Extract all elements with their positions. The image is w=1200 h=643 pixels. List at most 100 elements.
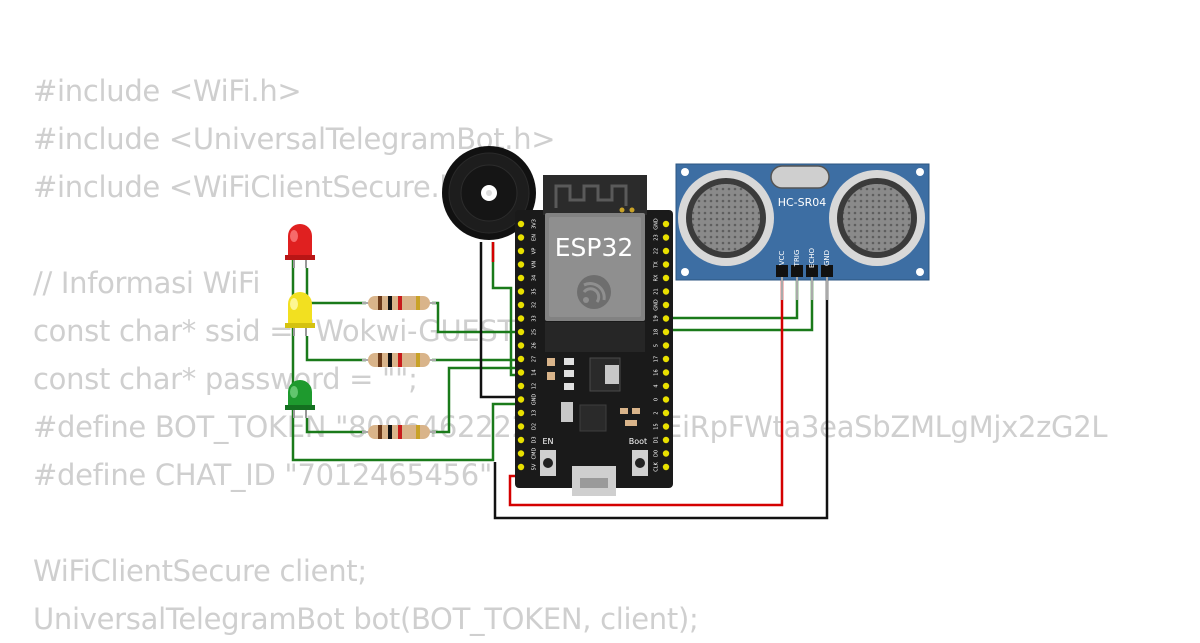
esp32-right-pin-label: 5: [654, 344, 660, 347]
wire-resistor1-to-esp32[interactable]: [432, 301, 521, 334]
esp32-left-pin-label: 34: [532, 275, 538, 281]
esp32-right-pin[interactable]: [662, 328, 670, 336]
esp32-left-pin-header: 3V3ENVPVN343532332526271412GND13D2D3CMD5…: [517, 219, 538, 471]
esp32-right-pin-label: 19: [654, 315, 660, 321]
sensor-pin[interactable]: [821, 265, 833, 277]
esp32-right-pin-label: D1: [654, 436, 660, 443]
esp32-left-pin[interactable]: [517, 369, 525, 376]
esp32-right-pin[interactable]: [662, 301, 670, 309]
esp32-left-pin[interactable]: [517, 288, 525, 295]
esp32-left-pin[interactable]: [517, 220, 525, 228]
esp32-right-pin[interactable]: [662, 261, 670, 268]
resistor-3[interactable]: [362, 425, 436, 439]
sensor-pin-label: TRIG: [793, 250, 801, 268]
en-button-label: EN: [542, 437, 553, 446]
esp32-left-pin[interactable]: [517, 382, 525, 390]
wire-buzzer-ground[interactable]: [479, 242, 521, 399]
resistor-2[interactable]: [362, 353, 436, 367]
boot-button-label: Boot: [629, 437, 647, 446]
esp32-right-pin-label: 4: [654, 384, 660, 387]
esp32-right-pin-label: 21: [654, 288, 660, 294]
esp32-left-pin[interactable]: [517, 396, 525, 403]
esp32-right-pin[interactable]: [662, 234, 670, 241]
code-line: // Informasi WiFi: [33, 266, 261, 300]
sensor-pin[interactable]: [806, 265, 818, 277]
sensor-label: HC-SR04: [778, 196, 827, 209]
esp32-right-pin-label: 18: [654, 329, 660, 335]
ultrasonic-transducer-right: [829, 170, 925, 266]
esp32-right-pin[interactable]: [662, 396, 670, 403]
sensor-pin-label: ECHO: [808, 247, 816, 268]
wire-sensor-gnd[interactable]: [493, 278, 829, 520]
esp32-right-pin[interactable]: [662, 274, 670, 282]
code-line: #define CHAT_ID "7012465456": [33, 458, 492, 492]
code-line: WiFiClientSecure client;: [33, 554, 367, 588]
esp32-right-pin[interactable]: [662, 369, 670, 376]
esp32-right-pin-label: 23: [654, 234, 660, 240]
led-yellow[interactable]: [285, 292, 315, 336]
wire-resistor3-to-esp32[interactable]: [432, 366, 521, 434]
led-green[interactable]: [285, 380, 315, 418]
esp32-left-pin[interactable]: [517, 463, 525, 471]
esp32-left-pin[interactable]: [517, 355, 525, 363]
esp32-right-pin[interactable]: [662, 450, 670, 457]
esp32-left-pin[interactable]: [517, 234, 525, 241]
wire-sensor-vcc[interactable]: [508, 278, 784, 507]
esp32-left-pin-label: D3: [532, 436, 538, 443]
esp32-right-pin[interactable]: [662, 315, 670, 322]
esp32-left-pin[interactable]: [517, 423, 525, 430]
esp32-right-pin[interactable]: [662, 288, 670, 295]
esp32-right-pin[interactable]: [662, 436, 670, 444]
esp32-left-pin-label: 32: [532, 302, 538, 308]
esp32-left-pin[interactable]: [517, 315, 525, 322]
esp32-right-pin[interactable]: [662, 463, 670, 471]
esp32-left-pin-label: VN: [532, 261, 538, 268]
esp32-right-pin[interactable]: [662, 409, 670, 417]
wire-sensor-trig[interactable]: [666, 278, 799, 320]
wire-yellow-led-to-resistor[interactable]: [305, 336, 366, 362]
esp32-right-pin-label: 16: [654, 369, 660, 375]
esp32-right-pin[interactable]: [662, 423, 670, 430]
esp32-left-pin-label: 25: [532, 329, 538, 335]
wire-buzzer-signal[interactable]: [491, 242, 521, 377]
esp32-left-pin[interactable]: [517, 247, 525, 255]
sensor-pin[interactable]: [776, 265, 788, 277]
esp32-label: ESP32: [555, 233, 634, 262]
wire-red-led-to-resistor[interactable]: [305, 268, 366, 305]
code-line: #include <WiFi.h>: [33, 74, 302, 108]
wire-sensor-echo[interactable]: [666, 278, 814, 332]
buzzer[interactable]: [442, 146, 536, 240]
sensor-pin-label: GND: [823, 250, 831, 266]
esp32-left-pin-label: 14: [532, 369, 538, 375]
esp32-left-pin-label: EN: [532, 234, 538, 241]
esp32-left-pin[interactable]: [517, 450, 525, 457]
esp32-left-pin[interactable]: [517, 301, 525, 309]
code-line: #define BOT_TOKEN "8096462222:AAHcRfuEiR…: [33, 410, 1108, 444]
led-red[interactable]: [285, 224, 315, 268]
esp32-right-pin-label: 2: [654, 411, 660, 414]
sensor-pin[interactable]: [791, 265, 803, 277]
esp32-left-pin[interactable]: [517, 274, 525, 282]
esp32-left-pin[interactable]: [517, 261, 525, 268]
esp32-right-pin[interactable]: [662, 247, 670, 255]
esp32-right-pin[interactable]: [662, 220, 670, 228]
esp32-left-pin-label: D2: [532, 423, 538, 430]
esp32-left-pin-label: GND: [532, 394, 538, 406]
esp32-left-pin[interactable]: [517, 409, 525, 417]
esp32-right-pin[interactable]: [662, 382, 670, 390]
esp32-left-pin[interactable]: [517, 342, 525, 349]
resistor-1[interactable]: [362, 296, 436, 310]
espressif-logo-icon: [577, 275, 611, 309]
esp32-right-pin-label: RX: [654, 274, 660, 281]
esp32-right-pin[interactable]: [662, 342, 670, 349]
esp32-left-pin[interactable]: [517, 436, 525, 444]
esp32-right-pin[interactable]: [662, 355, 670, 363]
wire-green-led-to-resistor[interactable]: [305, 418, 366, 434]
esp32-left-pin[interactable]: [517, 328, 525, 336]
esp32-left-pin-label: 35: [532, 288, 538, 294]
